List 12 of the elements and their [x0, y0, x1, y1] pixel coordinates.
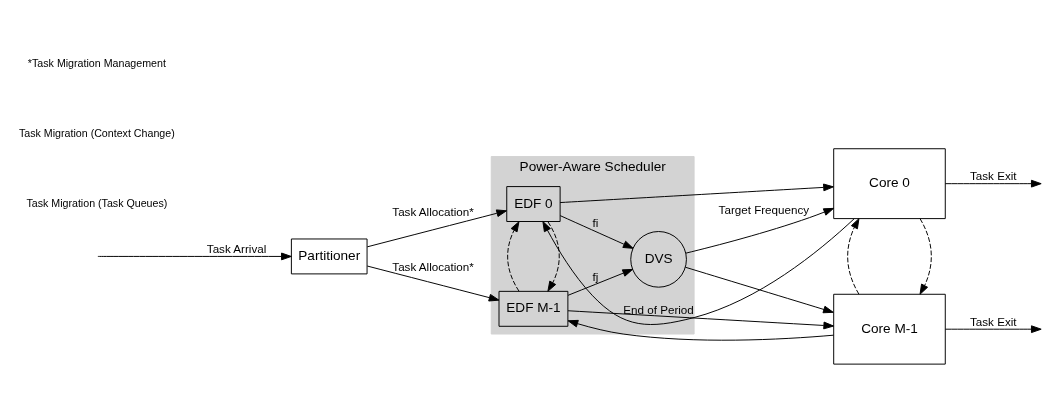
edge-label: Target Frequency — [718, 203, 810, 217]
edge-label: Task Exit — [970, 169, 1017, 183]
edge-label: fi — [592, 215, 599, 229]
edge-label: fj — [592, 270, 599, 284]
label: *Task Migration Management — [27, 57, 166, 70]
edge-label: End of Period — [623, 303, 694, 317]
edge-label: Task Allocation* — [392, 205, 474, 219]
edge-label: Task Exit — [970, 314, 1017, 328]
edge-label: Task Arrival — [206, 242, 267, 256]
label: Task Migration (Context Change) — [18, 126, 175, 139]
edge-label: Task Allocation* — [392, 259, 474, 273]
label: Task Migration (Task Queues) — [26, 196, 168, 209]
